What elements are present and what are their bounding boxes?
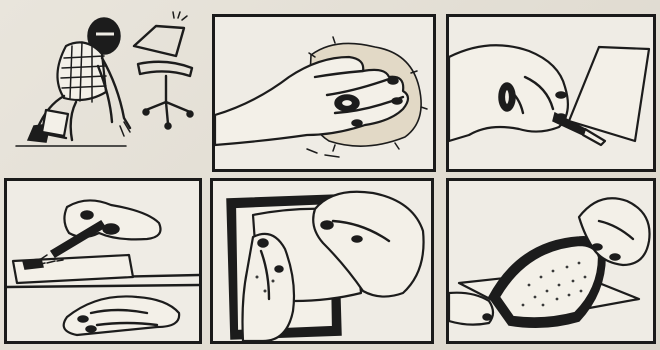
hand-cutting-card-icon [449, 17, 653, 169]
panel-4 [4, 178, 202, 344]
panel-2 [212, 14, 436, 172]
burglar-crouching-icon [6, 6, 202, 172]
hand-using-tool-icon [7, 181, 199, 341]
hand-pressing-fabric-icon [215, 17, 433, 169]
panel-1 [6, 6, 202, 172]
panel-3 [446, 14, 656, 172]
hands-peeling-sheet-icon [213, 181, 431, 341]
panel-5 [210, 178, 434, 344]
hand-lifting-print-icon [449, 181, 653, 341]
panel-6 [446, 178, 656, 344]
